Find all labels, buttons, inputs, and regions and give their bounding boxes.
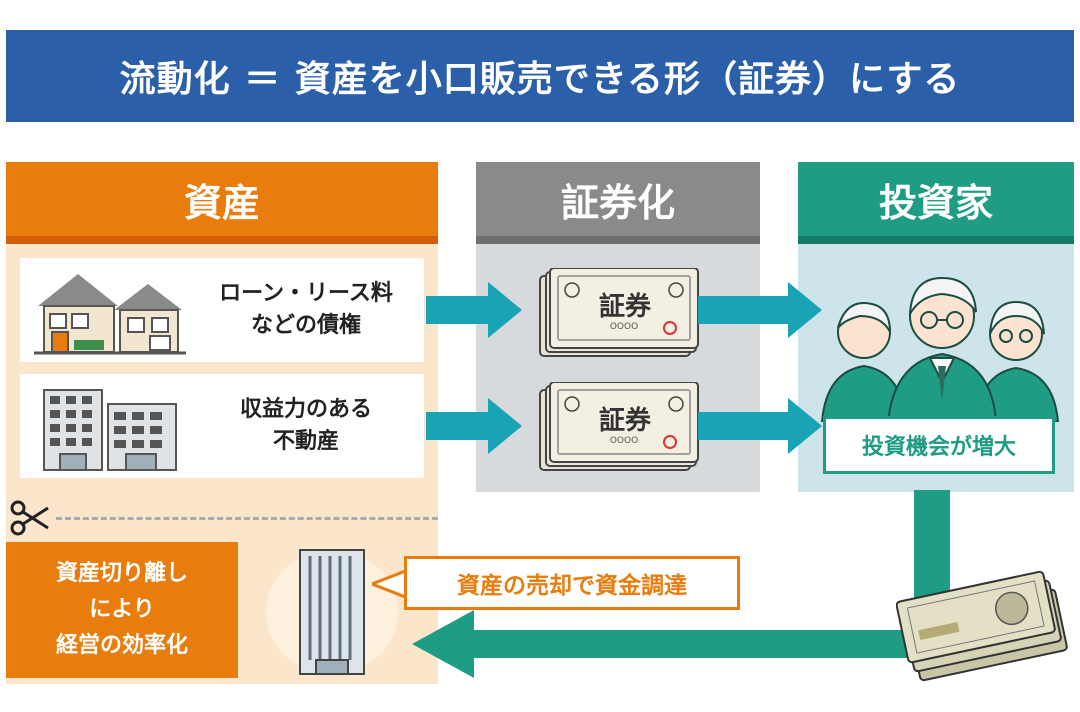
header-investors: 投資家 bbox=[798, 162, 1074, 244]
arrow-right-icon bbox=[698, 282, 822, 338]
asset-label-real-estate: 収益力のある 不動産 bbox=[239, 397, 372, 454]
arrow-right-icon bbox=[426, 282, 522, 338]
asset-label-receivables: ローン・リース料 などの債権 bbox=[219, 281, 393, 338]
title-banner: 流動化 ＝ 資産を小口販売できる形（証券）にする bbox=[6, 30, 1074, 122]
company-building-icon bbox=[266, 549, 398, 675]
fund-raising-callout: 資産の売却で資金調達 bbox=[404, 556, 740, 610]
header-securitization: 証券化 bbox=[476, 162, 760, 244]
security-small-text: OOOO bbox=[609, 436, 639, 446]
security-small-text: OOOO bbox=[609, 322, 639, 332]
investors-people-icon bbox=[820, 276, 1060, 422]
security-title: 証券 bbox=[598, 292, 651, 322]
arrow-right-icon bbox=[698, 398, 822, 454]
callout-pointer-icon bbox=[372, 568, 408, 600]
funds-return-arrow-icon bbox=[412, 490, 950, 678]
security-title: 証券 bbox=[598, 406, 651, 436]
asset-card-receivables: ローン・リース料 などの債権 bbox=[20, 258, 424, 362]
asset-card-real-estate: 収益力のある 不動産 bbox=[20, 374, 424, 478]
money-bills-icon bbox=[896, 570, 1068, 682]
security-certificate-icon: 証券 OOOO bbox=[538, 381, 700, 474]
scissors-icon bbox=[10, 500, 49, 536]
arrow-right-icon bbox=[426, 398, 522, 454]
separation-cut-line bbox=[56, 517, 438, 520]
office-buildings-icon bbox=[43, 389, 177, 471]
header-assets: 資産 bbox=[6, 162, 438, 244]
houses-icon bbox=[34, 274, 186, 355]
investment-opportunity-label: 投資機会が増大 bbox=[823, 416, 1055, 474]
management-efficiency-box: 資産切り離し により 経営の効率化 bbox=[6, 542, 238, 678]
security-certificate-icon: 証券 OOOO bbox=[538, 267, 700, 360]
